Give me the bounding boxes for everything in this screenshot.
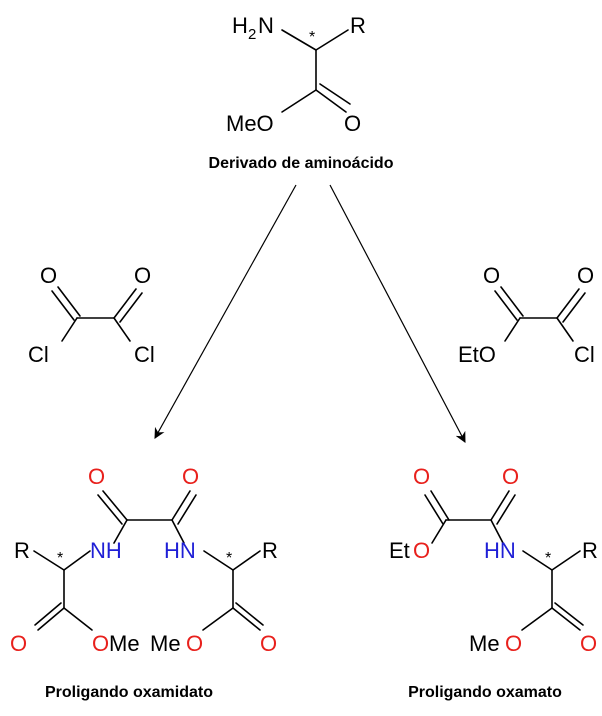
oxamidate-r-right: R (262, 538, 278, 563)
oxamidate-ome-me: Me (109, 631, 140, 656)
amino-h-label: H (232, 13, 248, 38)
arrow-right (329, 184, 466, 443)
amino-meo-label: MeO (226, 111, 274, 136)
oxamate-o-top-left: O (413, 464, 430, 489)
oxamate-o-top-right: O (502, 464, 519, 489)
reaction-arrows (154, 184, 466, 443)
oxalyl-cl-left: Cl (28, 342, 49, 367)
amino-n-label: N (258, 13, 274, 38)
oxamate-caption: Proligando oxamato (408, 684, 562, 701)
oxamidate-ester-o-left: O (10, 631, 27, 656)
oxamidate-nh: NH (90, 538, 122, 563)
oxamate-bonds (424, 490, 584, 631)
amino-r-label: R (350, 13, 366, 38)
ester-reagent-o-right: O (577, 263, 594, 288)
oxamate-r: R (582, 538, 598, 563)
oxalyl-o-left: O (40, 263, 57, 288)
amino-caption: Derivado de aminoácido (209, 155, 394, 172)
oxamidate-o-top-left: O (88, 464, 105, 489)
oxamidate-proligand: R * NH O O HN * R O O Me Me O O Proligan… (10, 464, 278, 701)
oxamidate-hn: HN (164, 538, 196, 563)
oxamate-eto-o: O (413, 538, 430, 563)
oxalyl-o-right: O (134, 263, 151, 288)
amino-subscript-2: 2 (248, 26, 256, 43)
oxamidate-caption: Proligando oxamidato (45, 684, 213, 701)
oxamidate-ome-o: O (92, 631, 109, 656)
oxamidate-o-top-right: O (182, 464, 199, 489)
oxalyl-cl-right: Cl (134, 342, 155, 367)
amino-bonds (281, 29, 351, 113)
ester-reagent-eto: EtO (458, 342, 496, 367)
oxamate-ester-o: O (580, 631, 597, 656)
oxamidate-star-left: * (57, 550, 63, 567)
oxamidate-meo-o: O (186, 631, 203, 656)
oxamate-proligand: O O Et O HN * R Me O O Proligando oxamat… (389, 464, 598, 701)
oxamate-meo-me: Me (469, 631, 500, 656)
oxamidate-meo-me: Me (150, 631, 181, 656)
oxamidate-ester-o-right: O (260, 631, 277, 656)
oxamidate-bonds (33, 490, 264, 631)
oxamidate-r-left: R (14, 538, 30, 563)
ester-reagent-cl: Cl (574, 342, 595, 367)
oxamate-star: * (545, 550, 551, 567)
arrow-left (154, 184, 297, 439)
oxamate-et: Et (389, 538, 410, 563)
ester-reagent-o-left: O (483, 263, 500, 288)
ethyl-chlorooxoacetate: O O EtO Cl (458, 263, 595, 367)
oxalyl-chloride: O O Cl Cl (28, 263, 155, 367)
amino-stereocenter-star: * (309, 29, 315, 46)
oxamate-hn: HN (484, 538, 516, 563)
amino-acid-derivative: H 2 N * R MeO O Derivado de aminoácido (209, 13, 394, 172)
oxamidate-star-right: * (226, 550, 232, 567)
oxamate-meo-o: O (505, 631, 522, 656)
amino-carbonyl-o-label: O (344, 111, 361, 136)
